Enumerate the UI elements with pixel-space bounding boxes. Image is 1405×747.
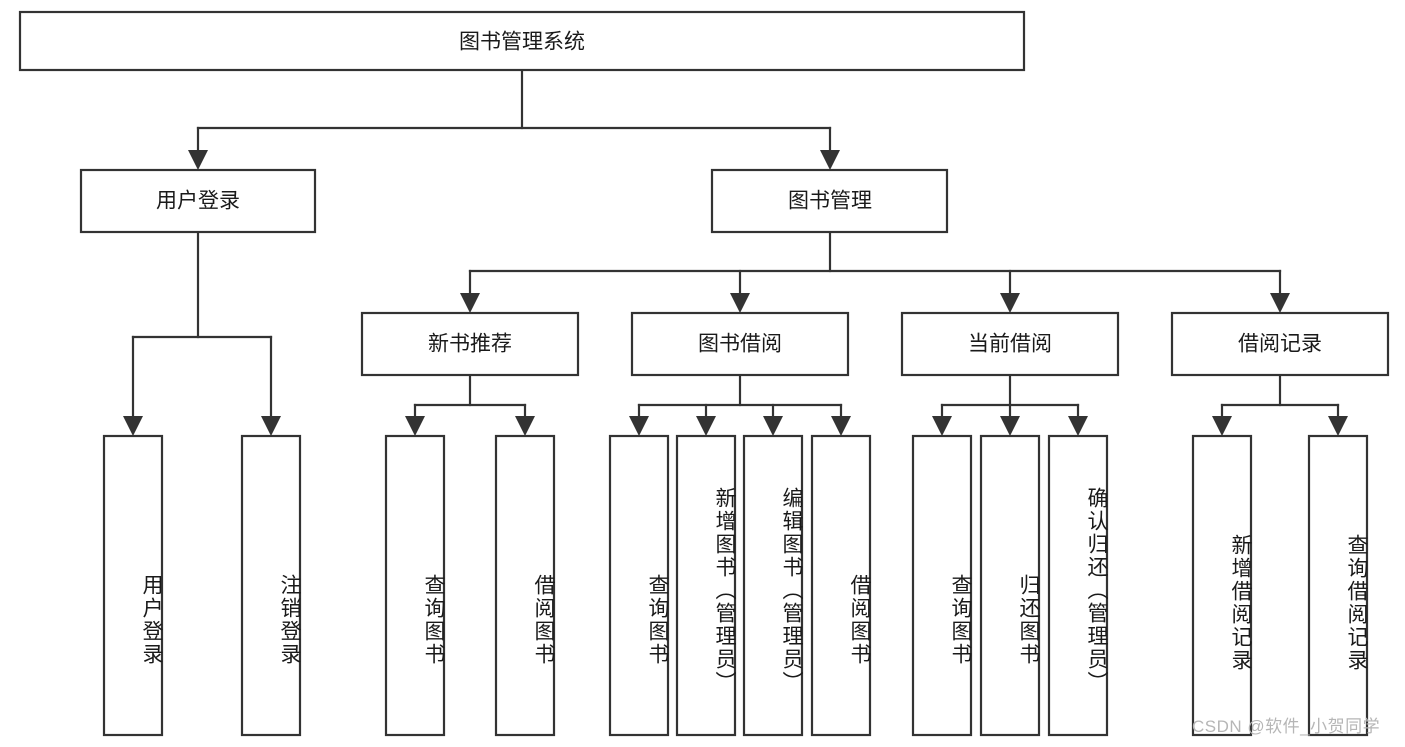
node-leaf-edit-book-box[interactable] — [742, 434, 804, 737]
arrowhead-leaf-return-book — [1000, 416, 1020, 436]
node-book-borrow-box[interactable] — [630, 311, 850, 377]
connector-group-book-manage — [460, 230, 1290, 313]
node-book-borrow-label: 图书借阅 — [698, 333, 782, 356]
arrowhead-leaf-borrow-book-2 — [831, 416, 851, 436]
node-book-manage-box[interactable] — [710, 168, 949, 234]
node-user-login[interactable]: 用户登录 — [79, 168, 317, 234]
connector-group-current-borrow — [932, 373, 1088, 436]
leaf-boxes — [102, 434, 1369, 737]
node-current-borrow-box[interactable] — [900, 311, 1120, 377]
arrowhead-book-borrow — [730, 293, 750, 313]
csdn-watermark: CSDN @软件_小贺同学 — [1192, 717, 1381, 736]
node-leaf-return-book-box[interactable] — [979, 434, 1041, 737]
arrowhead-leaf-borrow-book-1 — [515, 416, 535, 436]
node-root-box[interactable] — [18, 10, 1026, 72]
node-leaf-borrow-book-2-box[interactable] — [810, 434, 872, 737]
node-leaf-confirm-return-box[interactable] — [1047, 434, 1109, 737]
node-leaf-query-book-1-box[interactable] — [384, 434, 446, 737]
node-new-book-recommend[interactable]: 新书推荐 — [360, 311, 580, 377]
arrowhead-leaf-confirm-return — [1068, 416, 1088, 436]
node-leaf-add-record-box[interactable] — [1191, 434, 1253, 737]
node-leaf-query-book-3-box[interactable] — [911, 434, 973, 737]
node-new-book-recommend-label: 新书推荐 — [428, 333, 512, 356]
arrowhead-new-book-recommend — [460, 293, 480, 313]
connector-group-root — [188, 68, 840, 170]
arrowhead-leaf-query-book-3 — [932, 416, 952, 436]
arrowhead-current-borrow — [1000, 293, 1020, 313]
arrowhead-user-login — [188, 150, 208, 170]
node-borrow-record[interactable]: 借阅记录 — [1170, 311, 1390, 377]
node-user-login-label: 用户登录 — [156, 190, 240, 213]
node-current-borrow-label: 当前借阅 — [968, 333, 1052, 356]
node-borrow-record-box[interactable] — [1170, 311, 1390, 377]
arrowhead-book-manage — [820, 150, 840, 170]
node-leaf-user-login-box[interactable] — [102, 434, 164, 737]
node-book-borrow[interactable]: 图书借阅 — [630, 311, 850, 377]
node-current-borrow[interactable]: 当前借阅 — [900, 311, 1120, 377]
node-root[interactable]: 图书管理系统 — [18, 10, 1026, 72]
connector-group-new-book-recommend — [405, 373, 535, 436]
node-leaf-logout-login-box[interactable] — [240, 434, 302, 737]
arrowhead-leaf-query-book-1 — [405, 416, 425, 436]
connector-group-book-borrow — [629, 373, 851, 436]
arrowhead-leaf-edit-book — [763, 416, 783, 436]
node-book-manage-label: 图书管理 — [788, 190, 872, 213]
node-leaf-query-record-box[interactable] — [1307, 434, 1369, 737]
connector-group-borrow-record — [1212, 373, 1348, 436]
node-new-book-recommend-box[interactable] — [360, 311, 580, 377]
node-leaf-query-book-2-box[interactable] — [608, 434, 670, 737]
arrowhead-leaf-add-book — [696, 416, 716, 436]
node-leaf-borrow-book-1-box[interactable] — [494, 434, 556, 737]
node-book-manage[interactable]: 图书管理 — [710, 168, 949, 234]
arrowhead-leaf-query-record — [1328, 416, 1348, 436]
arrowhead-leaf-query-book-2 — [629, 416, 649, 436]
arrowhead-leaf-add-record — [1212, 416, 1232, 436]
node-root-label: 图书管理系统 — [459, 31, 585, 54]
node-borrow-record-label: 借阅记录 — [1238, 333, 1322, 356]
connector-group-user-login — [123, 230, 281, 436]
node-user-login-box[interactable] — [79, 168, 317, 234]
arrowhead-leaf-user-login — [123, 416, 143, 436]
arrowhead-borrow-record — [1270, 293, 1290, 313]
node-leaf-add-book-box[interactable] — [675, 434, 737, 737]
arrowhead-leaf-logout-login — [261, 416, 281, 436]
